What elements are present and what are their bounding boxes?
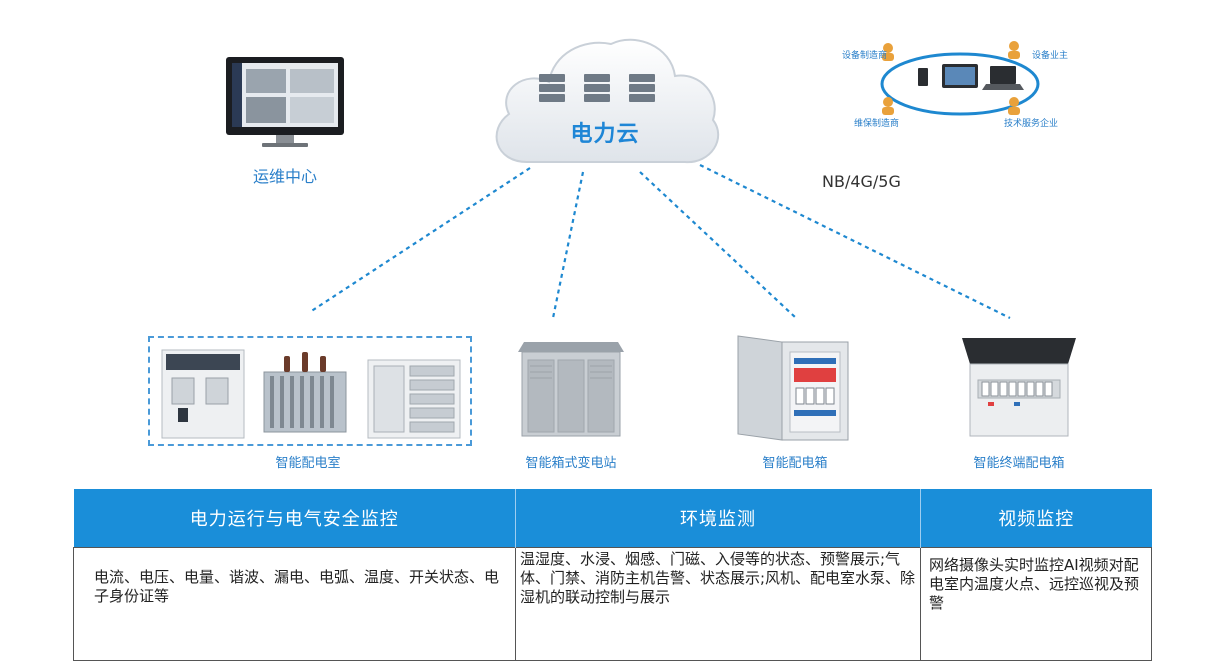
- monitoring-table: 电力运行与电气安全监控 环境监测 视频监控 电流、电压、电量、谐波、漏电、电弧、…: [73, 489, 1152, 661]
- laptop-icon: [982, 66, 1024, 90]
- phone-icon: [918, 68, 928, 86]
- role-tech-service: 技术服务企业: [1004, 119, 1059, 129]
- device-box-substation-label: 智能箱式变电站: [525, 456, 617, 471]
- table-header-row: 电力运行与电气安全监控 环境监测 视频监控: [73, 489, 1152, 548]
- power-cloud: 电力云: [487, 30, 723, 170]
- role-device-owner: 设备业主: [1032, 51, 1069, 61]
- person-icon: [882, 41, 1020, 115]
- device-power-room: 智能配电室: [148, 336, 472, 474]
- link-line-terminal-box: [699, 164, 1011, 319]
- header-video: 视频监控: [920, 489, 1152, 548]
- cell-environment: 温湿度、水浸、烟感、门磁、入侵等的状态、预警展示;气体、门禁、消防主机告警、状态…: [515, 547, 921, 661]
- header-power-safety: 电力运行与电气安全监控: [73, 489, 516, 548]
- device-terminal-box-label: 智能终端配电箱: [973, 456, 1065, 471]
- link-line-distribution-box: [639, 171, 797, 319]
- distribution-box-icon: [737, 335, 849, 441]
- link-line-box-substation: [551, 171, 585, 319]
- ops-center-label: 运维中心: [252, 167, 317, 186]
- cloud-icon: [495, 38, 720, 164]
- cell-power-safety: 电流、电压、电量、谐波、漏电、电弧、温度、开关状态、电子身份证等: [73, 547, 516, 661]
- ring-graphic: [880, 41, 1040, 116]
- link-line-power-room: [309, 167, 531, 313]
- header-environment: 环境监测: [515, 489, 921, 548]
- stakeholder-ring: 设备制造商 设备业主 维保制造商 技术服务企业: [838, 38, 1078, 130]
- device-power-room-label: 智能配电室: [275, 456, 341, 471]
- device-box-substation: 智能箱式变电站: [500, 328, 642, 474]
- device-distribution-box-label: 智能配电箱: [762, 456, 828, 471]
- substation-icon: [518, 342, 624, 437]
- role-device-manufacturer: 设备制造商: [842, 51, 888, 61]
- cell-video: 网络摄像头实时监控AI视频对配电室内温度火点、远控巡视及预警: [920, 547, 1152, 661]
- network-label: NB/4G/5G: [822, 172, 901, 191]
- cloud-title: 电力云: [570, 122, 640, 147]
- selection-frame: [148, 336, 472, 446]
- table-row: 电流、电压、电量、谐波、漏电、电弧、温度、开关状态、电子身份证等 温湿度、水浸、…: [73, 547, 1152, 661]
- device-distribution-box: 智能配电箱: [730, 326, 860, 474]
- terminal-box-icon: [962, 338, 1076, 437]
- role-maintenance-manufacturer: 维保制造商: [854, 119, 900, 129]
- device-terminal-box: 智能终端配电箱: [952, 326, 1086, 474]
- ops-center: 运维中心: [220, 55, 350, 190]
- switchgear-icon: [161, 349, 461, 439]
- server-icon: [539, 74, 655, 102]
- monitor-icon: [226, 57, 344, 147]
